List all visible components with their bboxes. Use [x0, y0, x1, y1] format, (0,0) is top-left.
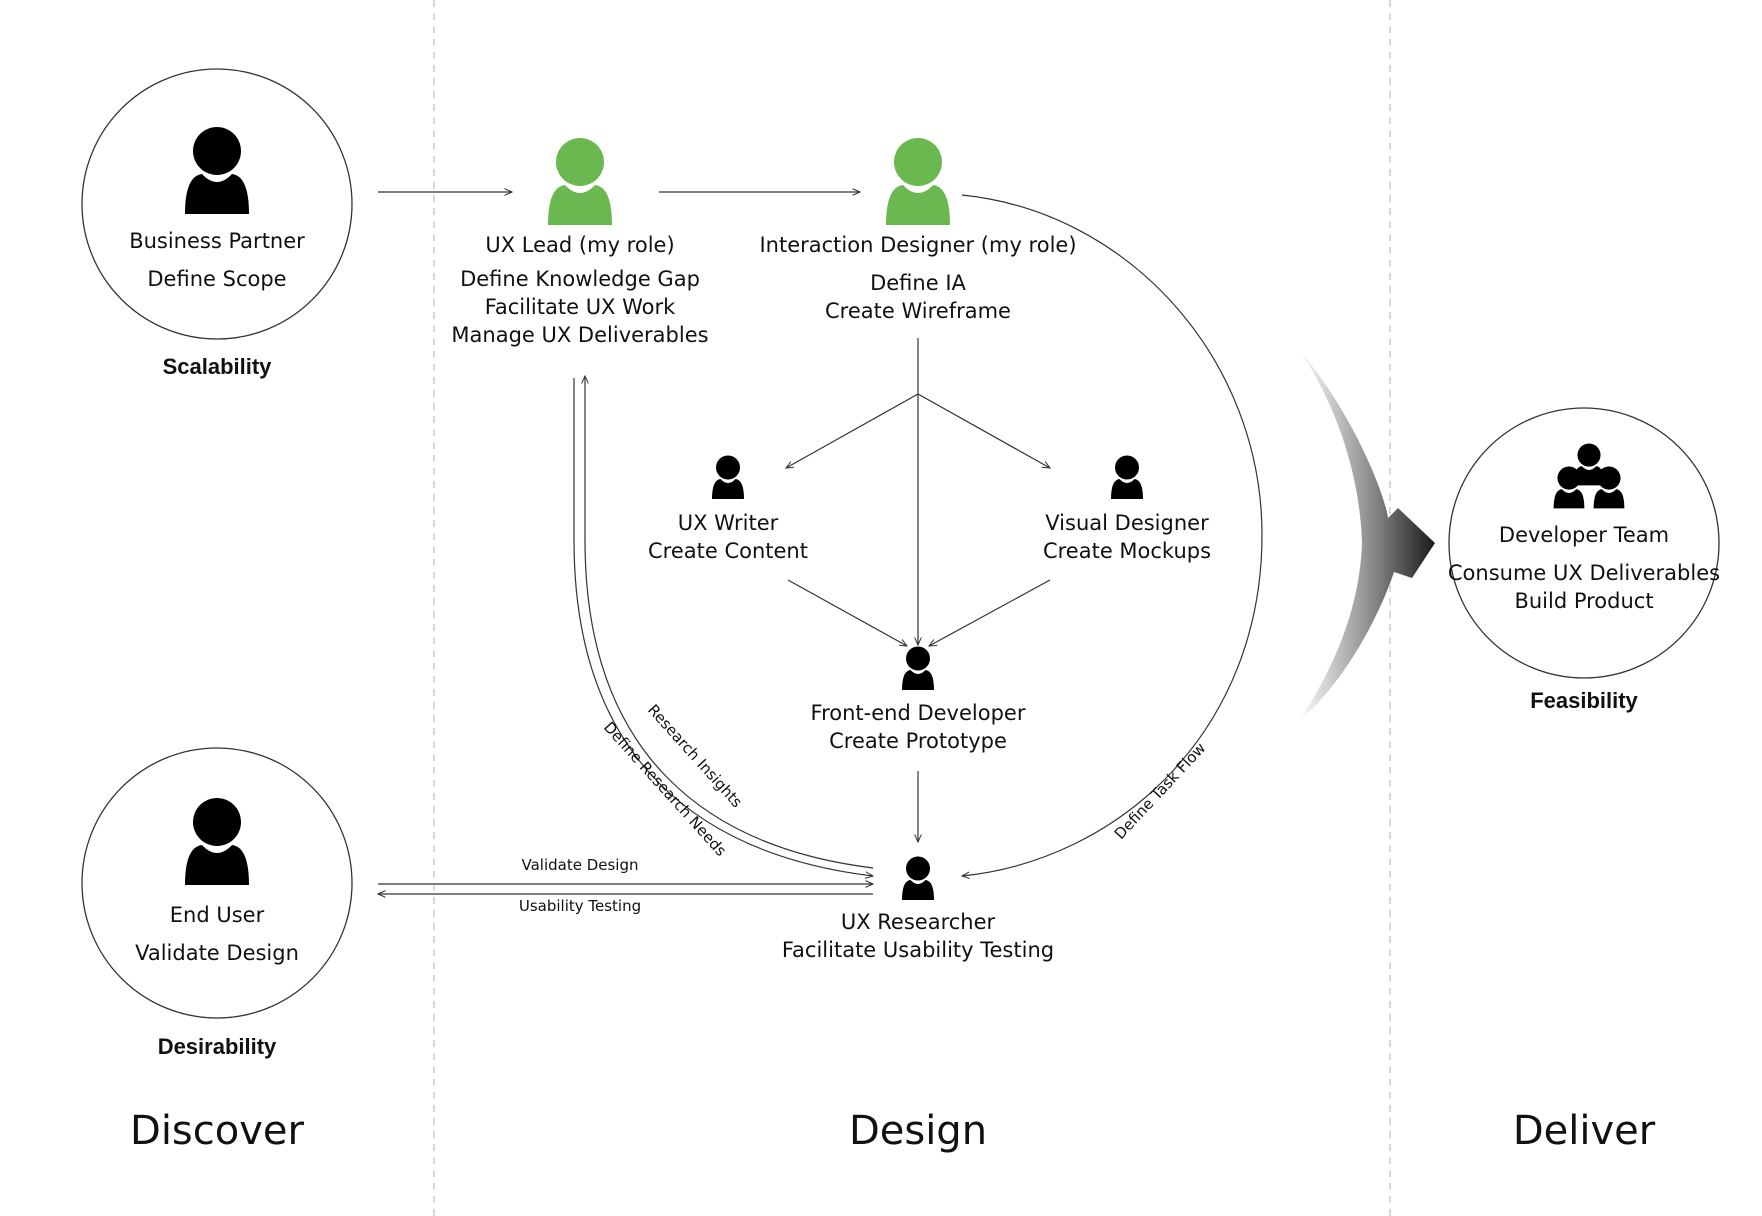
end-user-circle: [81, 747, 353, 1019]
interaction-designer-label: Interaction Designer (my role) Define IA…: [748, 231, 1088, 325]
ux-writer-label: UX Writer Create Content: [618, 509, 838, 565]
ux-writer-task: Create Content: [648, 539, 808, 563]
visual-designer-role: Visual Designer: [1045, 511, 1209, 535]
ux-lead-task: Define Knowledge Gap: [460, 267, 700, 291]
person-icon: [185, 127, 249, 214]
developer-team-task: Build Product: [1514, 589, 1654, 613]
business-partner-role: Business Partner: [129, 229, 305, 253]
interaction-designer-role: Interaction Designer (my role): [759, 233, 1077, 257]
visual-designer-task: Create Mockups: [1042, 539, 1212, 563]
developer-team-role: Developer Team: [1498, 523, 1670, 547]
interaction-designer-task: Define IA: [870, 271, 966, 295]
business-partner-task: Define Scope: [147, 267, 287, 291]
arrow-ux-writer-to-frontend: [787, 579, 907, 646]
arrow-to-ux-writer: [786, 393, 919, 468]
ux-lead-role: UX Lead (my role): [485, 233, 675, 257]
business-partner-label: Business Partner Define Scope: [117, 227, 317, 293]
developer-team-label: Developer Team Consume UX Deliverables B…: [1444, 521, 1724, 615]
ux-lead-task: Manage UX Deliverables: [451, 323, 709, 347]
arrow-to-visual-designer: [917, 393, 1050, 468]
visual-designer-label: Visual Designer Create Mockups: [1017, 509, 1237, 565]
person-icon-green: [886, 138, 950, 225]
phase-title-deliver: Deliver: [1512, 1108, 1656, 1154]
person-icon: [902, 646, 934, 690]
arrow-visual-designer-to-frontend: [929, 579, 1051, 646]
group-icon: [1553, 443, 1625, 509]
person-icon: [712, 455, 744, 499]
handoff-arrow-icon: [1298, 348, 1435, 722]
developer-team-circle: [1448, 407, 1720, 679]
person-icon: [185, 798, 249, 885]
edge-label-usability-testing: Usability Testing: [518, 897, 642, 915]
person-icon: [1111, 455, 1143, 499]
business-partner-caption: Scalability: [162, 354, 272, 379]
phase-title-design: Design: [848, 1108, 988, 1154]
end-user-label: End User Validate Design: [117, 901, 317, 967]
ux-researcher-label: UX Researcher Facilitate Usability Testi…: [758, 908, 1078, 964]
person-icon: [902, 856, 934, 900]
arrow-define-task-flow: [962, 194, 1263, 876]
person-icon-green: [548, 138, 612, 225]
ux-lead-label: UX Lead (my role) Define Knowledge Gap F…: [440, 231, 720, 349]
ux-writer-role: UX Writer: [677, 511, 779, 535]
frontend-developer-label: Front-end Developer Create Prototype: [788, 699, 1048, 755]
edge-label-validate-design: Validate Design: [521, 856, 639, 874]
developer-team-task: Consume UX Deliverables: [1447, 561, 1721, 585]
phase-title-discover: Discover: [130, 1108, 304, 1154]
developer-team-caption: Feasibility: [1530, 688, 1638, 713]
interaction-designer-task: Create Wireframe: [825, 299, 1011, 323]
frontend-developer-task: Create Prototype: [829, 729, 1007, 753]
end-user-caption: Desirability: [157, 1034, 277, 1059]
ux-researcher-task: Facilitate Usability Testing: [781, 938, 1055, 962]
ux-researcher-role: UX Researcher: [840, 910, 996, 934]
business-partner-circle: [81, 68, 353, 340]
arrow-define-research-needs: [573, 378, 873, 876]
ux-lead-task: Facilitate UX Work: [484, 295, 676, 319]
end-user-task: Validate Design: [135, 941, 299, 965]
end-user-role: End User: [169, 903, 265, 927]
arrow-research-insights: [585, 376, 874, 869]
frontend-developer-role: Front-end Developer: [810, 701, 1026, 725]
